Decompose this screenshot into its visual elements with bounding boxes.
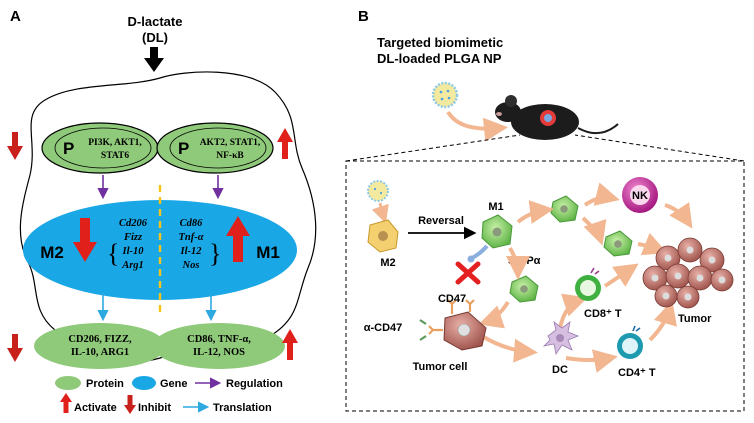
flow-mid-to-tumor — [637, 232, 668, 256]
flow-m1-to-upper — [516, 200, 554, 224]
legend-activate: Activate — [74, 402, 117, 414]
protein-output-right — [153, 323, 285, 369]
zoom-panel-box — [345, 160, 745, 412]
m1-cell-label: M1 — [488, 201, 503, 213]
p-left-complex: P PI3K, AKT1, STAT6 — [41, 122, 159, 174]
np-to-m2-arrow — [371, 202, 389, 224]
m1-gene-item: Il-12 — [180, 246, 203, 257]
m1-macrophage-cell — [467, 214, 513, 263]
flow-lower-to-tumorcell — [478, 300, 510, 329]
dc-label: DC — [552, 364, 568, 376]
legend-activate-swatch — [60, 393, 72, 413]
p-right-letter: P — [178, 139, 189, 158]
flow-m1-to-lower — [505, 247, 530, 280]
flow-dc-to-cd4 — [565, 349, 618, 373]
m1-gene-item: Tnf-α — [178, 232, 203, 243]
dendritic-cell — [542, 321, 580, 356]
legend-gene: Gene — [160, 378, 188, 390]
panel-b-title-line1: Targeted biomimetic — [377, 35, 503, 50]
nanoparticle-small-icon — [367, 180, 389, 202]
legend-protein: Protein — [86, 378, 124, 390]
inhibit-arrow-output — [7, 334, 23, 362]
m2-gene-item: Cd206 — [119, 218, 148, 229]
p-left-line2: STAT6 — [101, 151, 129, 161]
zoom-connector-left — [345, 134, 521, 162]
panel-b-title-line2: DL-loaded PLGA NP — [377, 51, 502, 66]
prot-left-line1: CD206, FIZZ, — [68, 334, 132, 345]
tumor-mass — [642, 237, 734, 309]
legend-protein-swatch — [55, 376, 81, 390]
m2-gene-brace: { — [107, 239, 119, 268]
m2-gene-label: M2 — [40, 243, 64, 262]
flow-cd4-to-tumor — [648, 300, 677, 342]
m1-gene-brace: } — [209, 239, 221, 268]
flow-tumorcell-to-dc — [480, 334, 538, 363]
m1-gene-item: Cd86 — [180, 218, 204, 229]
m1-gene-item: Nos — [182, 260, 200, 271]
nanoparticle-icon — [431, 81, 459, 109]
m1-gene-label: M1 — [256, 243, 280, 262]
inhibit-arrow-left-protein — [7, 132, 23, 160]
cd47-label: CD47 — [438, 293, 466, 305]
cd8-t-cell — [575, 267, 601, 301]
legend-gene-swatch — [132, 376, 156, 390]
m1-cell-mid — [603, 230, 633, 257]
blocked-x-icon — [455, 261, 481, 285]
panel-a-label: A — [10, 8, 21, 25]
tumor-cell — [419, 299, 487, 351]
dl-title-line2: (DL) — [142, 30, 168, 45]
mouse-icon — [495, 95, 619, 140]
legend-inhibit-swatch — [124, 395, 136, 414]
p-left-line1: PI3K, AKT1, — [88, 138, 142, 148]
m1-cell-lower — [509, 275, 539, 303]
flow-dc-to-cd8 — [558, 293, 588, 329]
activate-arrow-output — [282, 329, 298, 360]
legend: Protein Gene Regulation Activate Inhibit… — [55, 376, 283, 414]
nk-cell — [622, 177, 658, 213]
cd4-label: CD4⁺ T — [618, 367, 656, 379]
legend-translation: Translation — [213, 402, 272, 414]
p-right-complex: P AKT2, STAT1, NF-κB — [156, 122, 274, 174]
prot-right-line1: CD86, TNF-α, — [187, 334, 251, 345]
zoom-connector-right — [574, 134, 745, 162]
flow-to-mid — [581, 216, 607, 246]
legend-regulation: Regulation — [226, 378, 283, 390]
m2-gene-item: Fizz — [123, 232, 143, 243]
legend-inhibit: Inhibit — [138, 402, 171, 414]
p-right-line2: NF-κB — [216, 151, 244, 161]
flow-cd8-to-tumor — [603, 263, 639, 288]
p-right-line1: AKT2, STAT1, — [200, 138, 261, 148]
anti-cd47-label: α-CD47 — [364, 322, 403, 334]
panel-b-label: B — [358, 8, 369, 25]
prot-right-line2: IL-12, NOS — [193, 347, 245, 358]
p-left-letter: P — [63, 139, 74, 158]
activate-arrow-right-protein — [277, 128, 293, 159]
flow-to-nk — [583, 182, 620, 207]
m2-inhibit-arrow — [73, 218, 97, 262]
m2-cell-label: M2 — [380, 257, 395, 269]
np-injection-arrow — [446, 110, 508, 142]
m2-gene-item: Arg1 — [121, 260, 144, 271]
dl-title-line1: D-lactate — [128, 14, 183, 29]
dl-down-arrow — [144, 47, 164, 72]
nk-label: NK — [632, 190, 648, 202]
m2-gene-item: Il-10 — [122, 246, 145, 257]
reversal-label: Reversal — [418, 215, 464, 227]
flow-nk-to-tumor — [664, 202, 693, 229]
m2-macrophage-cell — [367, 219, 399, 253]
prot-left-line2: IL-10, ARG1 — [71, 347, 129, 358]
protein-output-left — [34, 323, 166, 369]
m1-cell-upper — [550, 195, 579, 223]
tumor-label: Tumor — [678, 313, 712, 325]
tumor-cell-label: Tumor cell — [413, 361, 468, 373]
cd8-label: CD8⁺ T — [584, 308, 622, 320]
m1-activate-arrow — [226, 216, 250, 262]
cd4-t-cell — [617, 325, 643, 359]
